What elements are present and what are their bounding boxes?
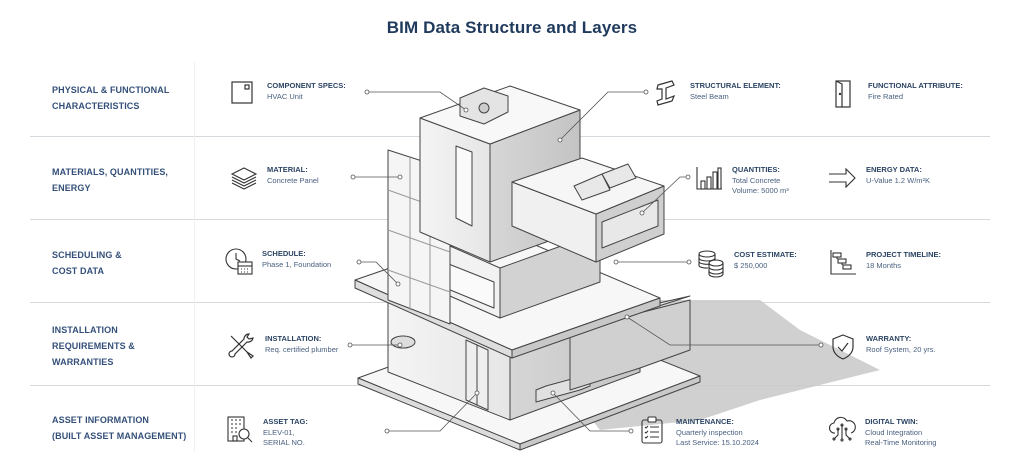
- solar-panel: [601, 163, 637, 189]
- solar-panel: [573, 173, 611, 201]
- layer-divider: [30, 302, 990, 303]
- layer-divider: [30, 219, 990, 220]
- tower-window: [455, 145, 473, 227]
- coins-icon: [696, 248, 726, 278]
- item-energy-data: ENERGY DATA:U-Value 1.2 W/m²K: [828, 163, 930, 193]
- leader-line: [367, 91, 467, 111]
- clock-calendar-icon: [224, 247, 254, 277]
- steel-beam-icon: [652, 79, 682, 109]
- column-divider: [194, 62, 195, 452]
- cantilever-left-wall: [511, 181, 597, 263]
- first-floor-right-wall: [499, 231, 601, 319]
- clipboard-checklist-icon: [638, 415, 668, 445]
- item-warranty: WARRANTY:Roof System, 20 yrs.: [828, 332, 936, 362]
- cantilever-roof: [511, 157, 665, 215]
- item-material: MATERIAL:Concrete Panel: [229, 163, 319, 193]
- first-floor-left-wall: [417, 231, 501, 319]
- ground-floor-right-wall: [509, 299, 641, 421]
- leader-line: [641, 176, 688, 214]
- item-project-timeline: PROJECT TIMELINE:18 Months: [828, 248, 941, 278]
- item-component-specs: COMPONENT SPECS:HVAC Unit: [229, 79, 346, 109]
- door-icon: [830, 79, 860, 109]
- item-structural-element: STRUCTURAL ELEMENT:Steel Beam: [652, 79, 781, 109]
- building-search-icon: [225, 415, 255, 445]
- first-floor-slab: [354, 229, 661, 351]
- hvac-box-icon: [229, 79, 259, 109]
- item-installation: INSTALLATION:Req. certified plumber: [227, 332, 338, 362]
- sink: [390, 335, 416, 349]
- cantilever-window: [601, 199, 659, 249]
- layer-divider: [30, 136, 990, 137]
- leader-line: [552, 392, 631, 432]
- wrench-screwdriver-icon: [227, 332, 257, 362]
- page-title: BIM Data Structure and Layers: [386, 18, 638, 37]
- layers-icon: [229, 163, 259, 193]
- item-asset-tag: ASSET TAG:ELEV-01,SERIAL NO.: [225, 415, 308, 449]
- leader-line: [626, 316, 821, 346]
- cantilever-right-wall: [595, 185, 665, 263]
- first-floor-window: [425, 254, 495, 309]
- layer-label-materials: MATERIALS, QUANTITIES, ENERGY: [52, 167, 169, 193]
- tower-right-wall: [489, 109, 581, 263]
- arrow-right-icon: [828, 163, 858, 193]
- shield-check-icon: [828, 332, 858, 362]
- gantt-icon: [828, 248, 858, 278]
- layer-label-installation: INSTALLATION REQUIREMENTS & WARRANTIES: [52, 325, 135, 367]
- item-functional-attribute: FUNCTIONAL ATTRIBUTE:Fire Rated: [830, 79, 963, 109]
- hvac-unit: [459, 87, 509, 125]
- leader-line: [559, 91, 646, 141]
- tower-left-wall: [419, 117, 491, 263]
- item-schedule: SCHEDULE:Phase 1, Foundation: [224, 247, 331, 277]
- bar-chart-icon: [694, 163, 724, 193]
- ground-floor-left-wall: [387, 299, 511, 421]
- layer-label-scheduling: SCHEDULING & COST DATA: [52, 250, 122, 276]
- annex-block: [569, 299, 691, 391]
- tiled-facade-wall: [387, 149, 451, 325]
- layer-label-asset: ASSET INFORMATION (BUILT ASSET MANAGEMEN…: [52, 415, 187, 441]
- elevator-door: [465, 339, 489, 411]
- leader-line: [387, 392, 478, 432]
- leader-line: [359, 261, 399, 285]
- duct: [535, 373, 591, 403]
- layer-divider: [30, 385, 990, 386]
- item-cost-estimate: COST ESTIMATE:$ 250,000: [696, 248, 797, 278]
- layer-label-physical: PHYSICAL & FUNCTIONAL CHARACTERISTICS: [52, 85, 170, 111]
- building-shadow: [560, 300, 880, 430]
- cloud-network-icon: [827, 415, 857, 445]
